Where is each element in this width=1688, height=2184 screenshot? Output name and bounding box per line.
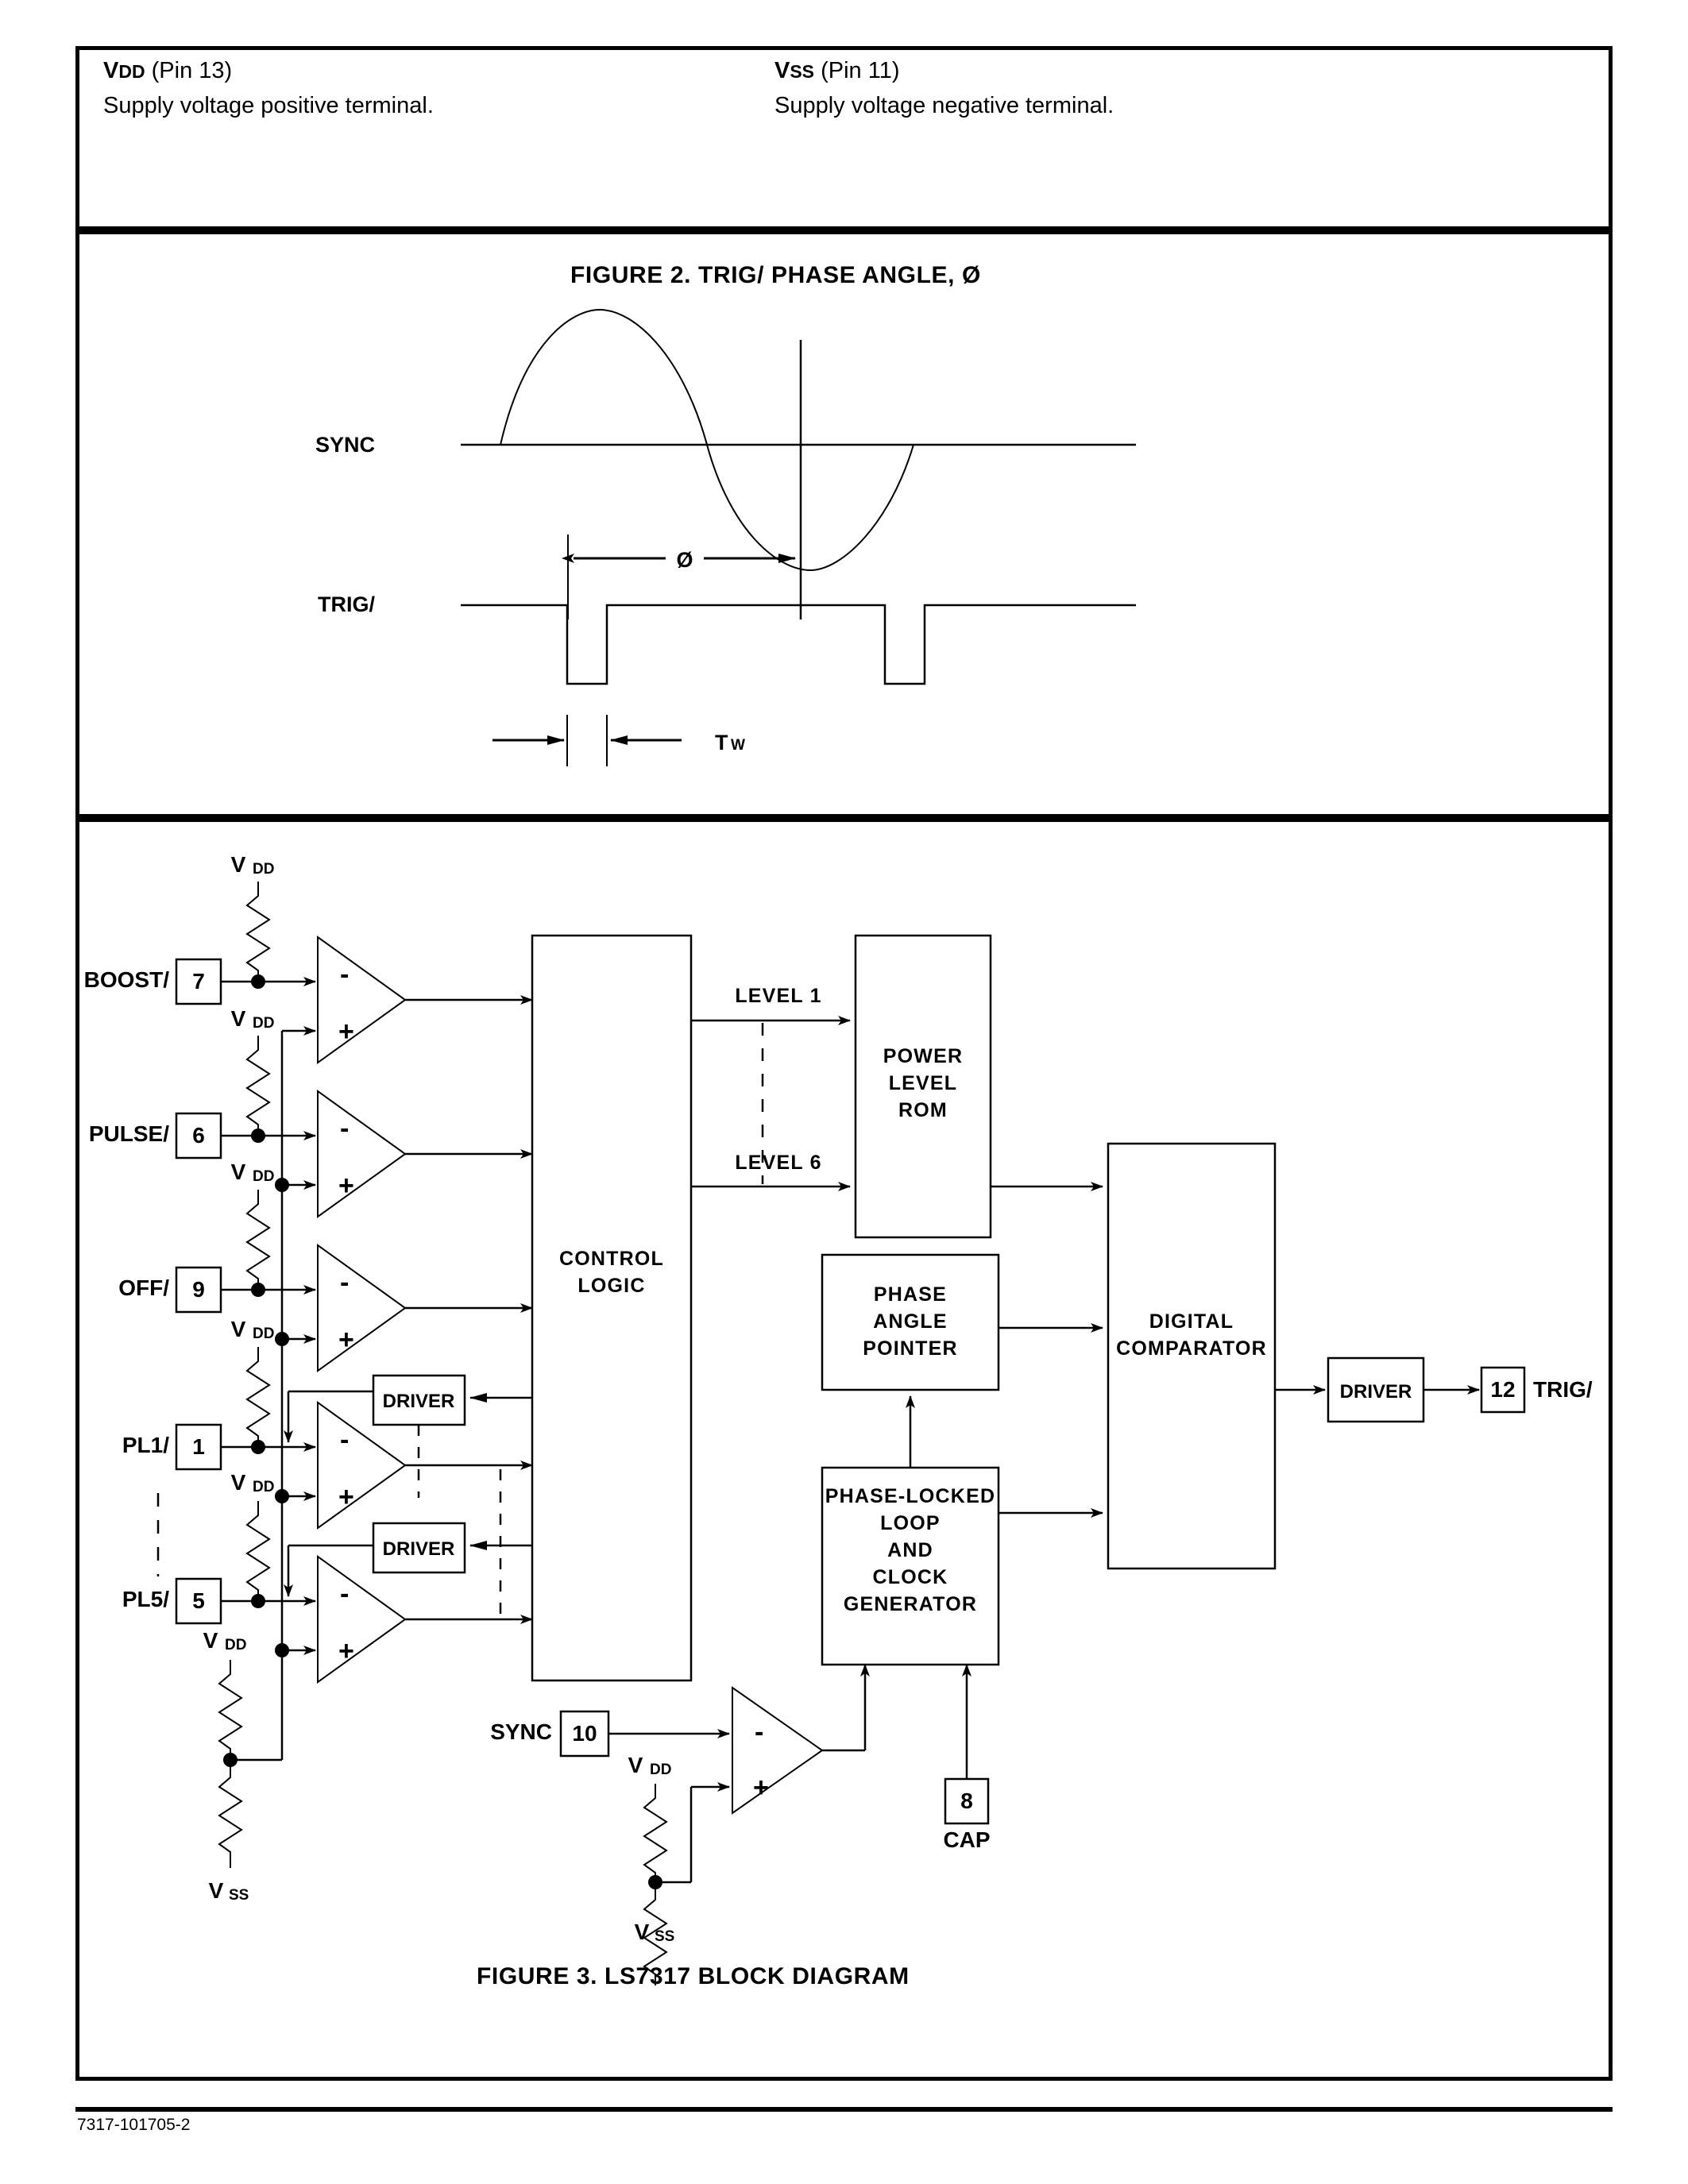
footer-document-code: 7317-101705-2 <box>77 2116 191 2134</box>
pin-vss-title: VSS (Pin 11) <box>774 60 1114 83</box>
pin-description-vdd: VDD (Pin 13) Supply voltage positive ter… <box>103 60 434 119</box>
pin-vdd-title: VDD (Pin 13) <box>103 60 434 83</box>
pin-vss-name: V <box>774 58 790 83</box>
pin-vss-number: (Pin 11) <box>821 58 900 83</box>
pin-vdd-name: V <box>103 58 119 83</box>
pin-vss-subscript: SS <box>790 61 815 82</box>
pin-vdd-description: Supply voltage positive terminal. <box>103 93 434 118</box>
pin-vdd-number: (Pin 13) <box>151 58 233 83</box>
footer-divider-rule <box>75 2107 1613 2112</box>
figure2-panel <box>75 230 1613 818</box>
pin-vss-description: Supply voltage negative terminal. <box>774 93 1114 118</box>
figure2-caption: FIGURE 2. TRIG/ PHASE ANGLE, Ø <box>570 262 981 288</box>
pin-description-panel <box>75 46 1613 230</box>
figure3-panel <box>75 818 1613 2081</box>
figure3-caption: FIGURE 3. LS7317 BLOCK DIAGRAM <box>477 1963 910 1989</box>
pin-description-vss: VSS (Pin 11) Supply voltage negative ter… <box>774 60 1114 119</box>
pin-vdd-subscript: DD <box>118 61 145 82</box>
